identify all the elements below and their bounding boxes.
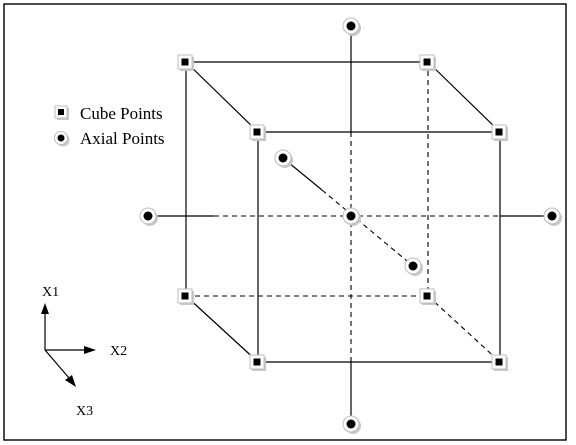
cube-back-face xyxy=(185,61,429,297)
cube-point-marker xyxy=(249,124,266,141)
axis-orientation-indicator: X1 X2 X3 xyxy=(41,285,127,419)
cube-point-marker xyxy=(177,54,194,71)
cube-edge-depth-top-left xyxy=(185,61,259,133)
axis-x2-arrowhead xyxy=(84,346,96,354)
diagram-frame xyxy=(3,3,567,441)
cube-point-marker xyxy=(491,354,508,371)
cube-point-marker xyxy=(491,124,508,141)
cube-point-marker xyxy=(249,354,266,371)
axial-point-marker xyxy=(274,149,293,168)
axial-lines xyxy=(148,26,552,424)
axial-line-depth-back xyxy=(321,189,414,267)
cube-point-marker xyxy=(177,288,194,305)
axis-x3-arrowhead xyxy=(65,375,76,387)
axis-x3-arrow xyxy=(44,349,70,379)
legend: Cube Points Axial Points xyxy=(54,104,165,148)
cube-points xyxy=(177,54,508,371)
legend-axial-symbol xyxy=(54,131,70,147)
cube-front-face xyxy=(257,131,501,363)
cube-depth-edges xyxy=(185,61,501,363)
axial-point-marker xyxy=(139,207,158,226)
legend-cube-symbol xyxy=(54,105,69,120)
axis-x2-label: X2 xyxy=(110,344,127,359)
axis-x1-label: X1 xyxy=(42,285,59,300)
axis-x1-arrowhead xyxy=(41,303,49,314)
cube-edge-depth-bottom-left xyxy=(185,295,259,363)
legend-cube-points-label: Cube Points xyxy=(80,104,163,123)
cube-point-marker xyxy=(419,288,436,305)
axial-points xyxy=(139,17,562,434)
axis-x3-label: X3 xyxy=(76,404,93,419)
axial-point-marker xyxy=(342,415,361,434)
cube-edge-depth-bottom-right xyxy=(427,295,501,363)
cube-edge-depth-top-right xyxy=(427,61,501,133)
axial-point-marker xyxy=(342,17,361,36)
center-point-marker xyxy=(342,207,361,226)
axial-point-marker xyxy=(543,207,562,226)
legend-axial-points-label: Axial Points xyxy=(80,129,165,148)
cube-point-marker xyxy=(419,54,436,71)
axial-point-marker xyxy=(404,257,423,276)
